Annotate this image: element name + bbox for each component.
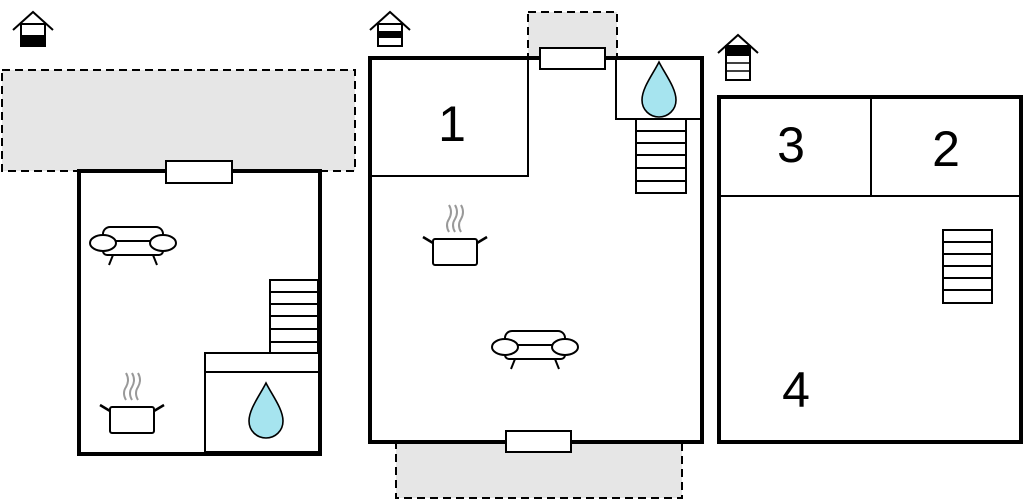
room-4-label: 4 — [782, 362, 810, 418]
room-2-label: 2 — [932, 121, 960, 177]
room-label: 1 — [438, 96, 466, 152]
floor-plan-upper: 3 2 4 — [717, 33, 1023, 444]
house-level-icon — [717, 33, 759, 81]
window-icon — [165, 160, 233, 184]
bathroom — [204, 352, 320, 453]
house-level-icon — [12, 10, 54, 47]
terrace-area — [1, 69, 356, 172]
room-3-label: 3 — [777, 117, 805, 173]
room-1: 1 — [372, 60, 529, 177]
staircase-icon — [942, 229, 993, 304]
staircase-icon — [269, 279, 319, 355]
staircase-icon — [635, 118, 687, 194]
house-level-icon — [369, 10, 411, 47]
floor-plan-middle: 1 — [368, 10, 704, 499]
floor-plan-ground — [1, 10, 356, 456]
window-icon — [539, 47, 606, 70]
window-icon — [505, 430, 572, 453]
